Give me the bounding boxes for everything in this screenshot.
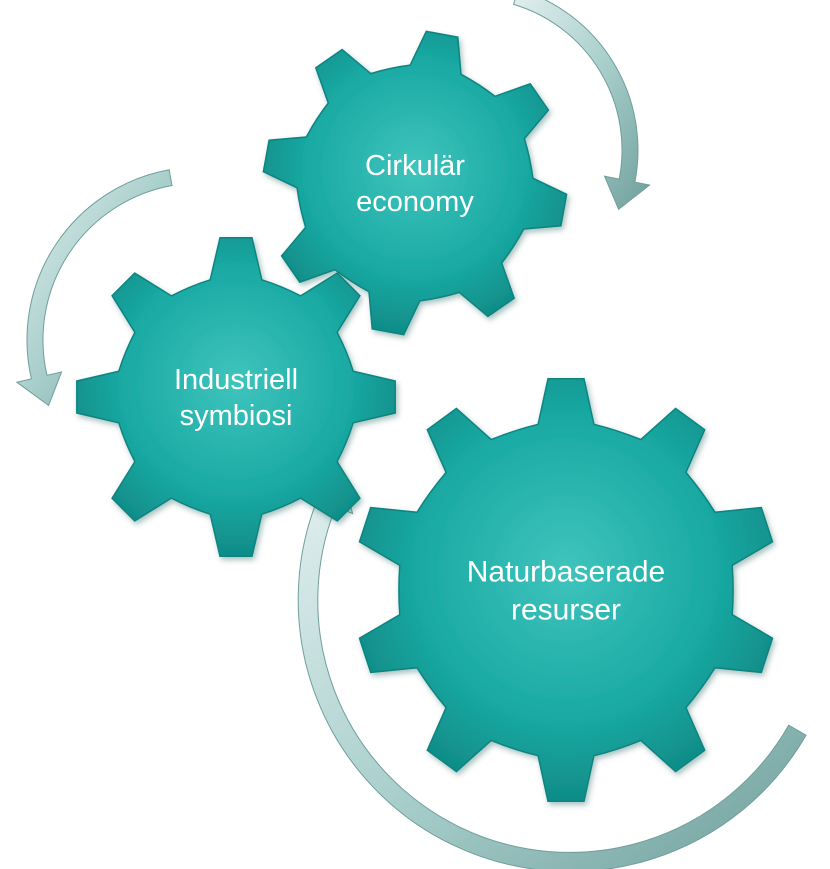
industrial-symbiosis-label-line-1: Industriell xyxy=(174,364,298,396)
circular-economy-label-line-2: economy xyxy=(356,186,474,218)
nature-based-resources-gear: Naturbaserade resurser xyxy=(358,378,774,802)
nature-based-resources-label-line-2: resurser xyxy=(511,594,621,627)
nature-based-resources-label-line-1: Naturbaserade xyxy=(467,556,665,589)
industrial-symbiosis-label-line-2: symbiosi xyxy=(180,400,293,432)
circular-economy-gear: Cirkulär economy xyxy=(262,30,568,336)
circular-economy-gear-shape xyxy=(262,30,568,336)
top-right-arrow xyxy=(512,0,651,211)
industrial-symbiosis-gear: Industriell symbiosi xyxy=(76,237,396,557)
left-arrow xyxy=(15,169,173,407)
circular-economy-label-line-1: Cirkulär xyxy=(365,150,465,182)
nature-based-resources-gear-shape xyxy=(358,378,774,802)
industrial-symbiosis-gear-shape xyxy=(76,237,396,557)
